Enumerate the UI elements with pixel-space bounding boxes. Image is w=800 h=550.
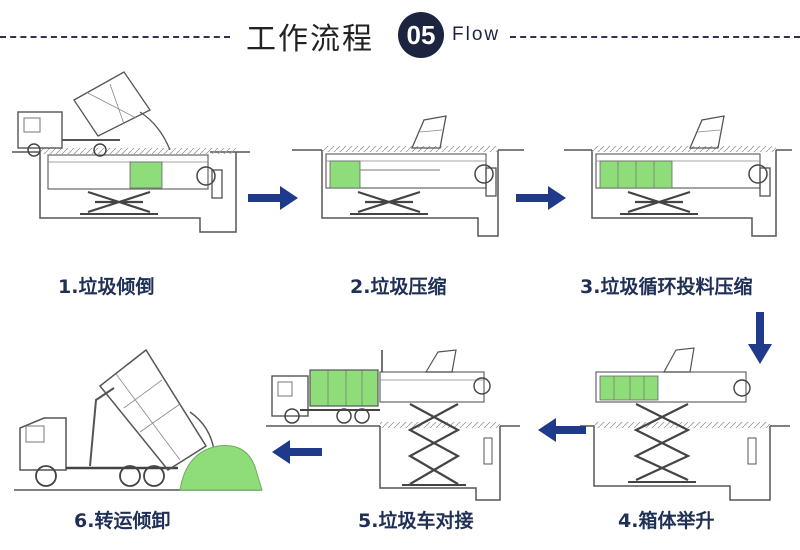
step-label-6: 6.转运倾卸 <box>74 510 171 532</box>
header-divider-right <box>510 36 800 38</box>
step4-illustration <box>580 347 790 501</box>
step-label-5: 5.垃圾车对接 <box>358 510 474 532</box>
step5-illustration <box>266 349 520 501</box>
step-label-2: 2.垃圾压缩 <box>350 276 447 298</box>
page-subtitle: Flow <box>452 24 501 45</box>
section-number-badge: 05 <box>398 12 444 58</box>
header-divider-left <box>0 36 230 38</box>
flow-arrow-1-2 <box>248 186 298 210</box>
flow-arrow-5-6 <box>272 440 322 464</box>
flow-arrow-2-3 <box>516 186 566 210</box>
step6-illustration <box>14 348 263 491</box>
flow-arrow-4-5 <box>538 418 586 442</box>
step3-illustration <box>564 115 792 237</box>
step-label-3: 3.垃圾循环投料压缩 <box>580 276 753 298</box>
step-label-1: 1.垃圾倾倒 <box>58 276 155 298</box>
step2-illustration <box>292 115 524 237</box>
flow-arrow-3-4 <box>748 312 772 364</box>
step-label-4: 4.箱体举升 <box>618 510 715 532</box>
step1-illustration <box>12 71 250 233</box>
page-title: 工作流程 <box>246 22 374 57</box>
